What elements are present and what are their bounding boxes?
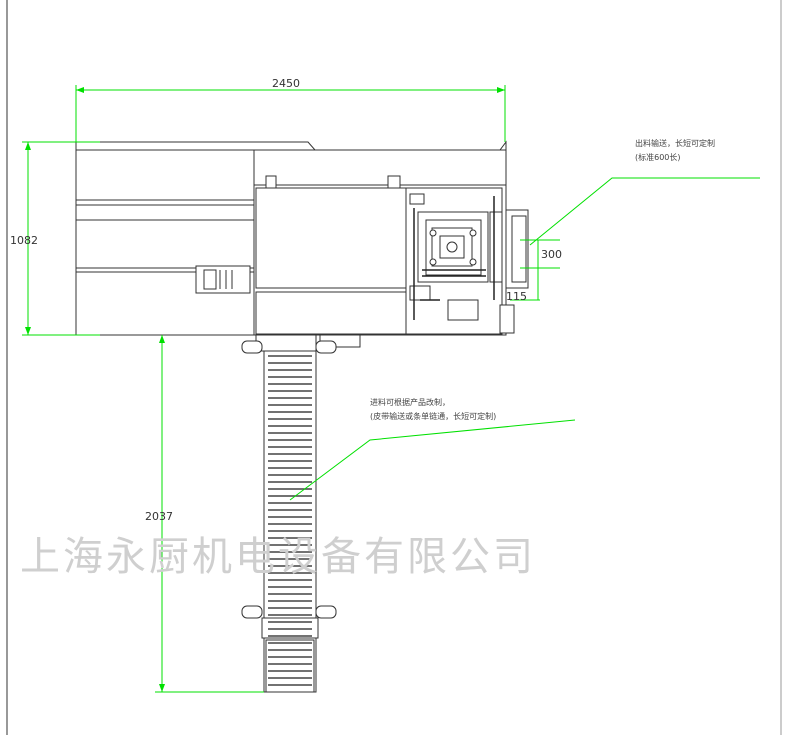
outlet-note-line2: (标准600长) xyxy=(635,152,681,162)
sealing-head-assembly xyxy=(405,187,529,335)
dim-outlet-height: 300 xyxy=(541,248,562,261)
assembly-hatching xyxy=(413,196,495,320)
infeed-conveyor xyxy=(241,334,361,693)
dimension-lines xyxy=(22,85,760,693)
dim-overall-width: 2450 xyxy=(272,77,300,90)
dim-overall-height: 1082 xyxy=(10,234,38,247)
conveyor-slats xyxy=(268,355,312,686)
dimension-arrows xyxy=(25,87,505,692)
outlet-note-line1: 出料输送，长短可定制 xyxy=(635,138,715,148)
dim-conveyor-length: 2037 xyxy=(145,510,173,523)
feed-note-line1: 进料可根据产品改制， xyxy=(370,397,450,407)
company-watermark: 上海永厨机电设备有限公司 xyxy=(20,534,536,580)
dim-outlet-offset: 115 xyxy=(506,290,527,303)
feed-note-line2: (皮带输送或条单链通，长短可定制) xyxy=(370,411,496,421)
